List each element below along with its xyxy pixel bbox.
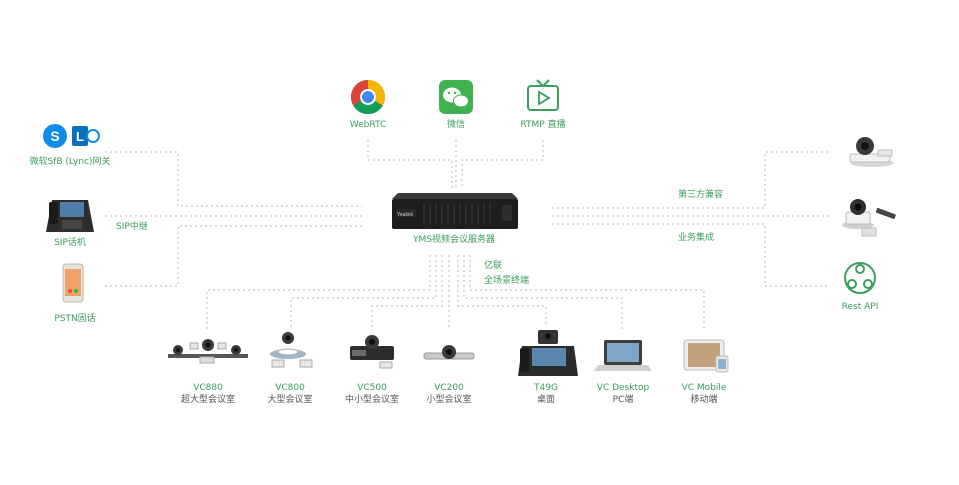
skype-lync-icon: S L [43, 124, 100, 148]
center-bottom-label-2: 全场景终端 [484, 276, 530, 286]
node-label-pstn: PSTN固话 [54, 314, 96, 324]
node-desc-vc-mobile: 移动端 [690, 395, 718, 405]
node-desc-vc880: 超大型会议室 [180, 395, 235, 405]
yms-server-icon [392, 193, 518, 229]
node-name-vc200: VC200 [434, 383, 464, 393]
node-name-vc-desktop: VC Desktop [596, 383, 650, 393]
laptop-icon [594, 340, 652, 371]
tablet-icon [683, 339, 729, 373]
chrome-icon [351, 80, 385, 114]
node-name-t49g: T49G [534, 383, 558, 393]
connector-lines [105, 140, 830, 330]
connector-vc-mobile [469, 255, 705, 330]
mobile-phone-icon [62, 263, 84, 303]
connector-rest-api [552, 223, 830, 287]
connector-webrtc [367, 140, 453, 188]
node-name-vc880: VC880 [193, 383, 223, 393]
rest-api-icon [844, 262, 876, 294]
node-desc-vc500: 中小型会议室 [344, 395, 399, 405]
connector-conf-camera [552, 151, 830, 209]
node-label-webrtc: WebRTC [349, 120, 387, 130]
connector-pstn [105, 225, 362, 287]
vc880-icon [168, 339, 248, 364]
connector-vc880 [206, 255, 431, 330]
node-label-wechat: 微信 [446, 120, 465, 130]
node-desc-vc200: 小型会议室 [426, 395, 472, 405]
node-name-vc800: VC800 [275, 383, 305, 393]
link-label-integration: 业务集成 [678, 233, 715, 243]
node-desc-vc800: 大型会议室 [267, 395, 313, 405]
node-label-rest-api: Rest API [841, 302, 879, 312]
connector-vc500 [371, 255, 443, 330]
connector-t49g [457, 255, 547, 325]
vc500-icon [350, 335, 394, 369]
sip-phone-icon [46, 200, 94, 232]
ptz-camera-icon [842, 199, 896, 237]
wechat-icon [439, 80, 473, 114]
server-brand: Yealink [397, 212, 413, 218]
center-bottom-label-1: 亿联 [484, 261, 503, 271]
connector-rtmp [461, 140, 544, 188]
node-desc-t49g: 桌面 [536, 395, 555, 405]
vc200-icon [423, 345, 475, 360]
tv-icon [527, 79, 559, 111]
node-desc-vc-desktop: PC端 [612, 395, 634, 405]
node-label-sip-phone: SIP话机 [54, 238, 86, 248]
node-label-rtmp: RTMP 直播 [520, 120, 566, 130]
vc800-icon [270, 332, 313, 368]
link-label-third-party: 第三方兼容 [678, 190, 724, 200]
desk-phone-icon [518, 330, 578, 376]
svg-text:S: S [50, 128, 59, 144]
connector-vc-desktop [463, 255, 623, 330]
link-label-sip-trunk: SIP中继 [116, 222, 148, 232]
connector-lync [105, 151, 362, 207]
svg-text:L: L [76, 129, 84, 144]
node-name-vc500: VC500 [357, 383, 387, 393]
node-label-lync: 微软SfB (Lync)网关 [29, 157, 111, 167]
node-name-vc-mobile: VC Mobile [681, 383, 727, 393]
center-label: YMS视频会议服务器 [413, 235, 495, 245]
connector-vc800 [290, 255, 437, 330]
conference-camera-icon [849, 137, 894, 167]
